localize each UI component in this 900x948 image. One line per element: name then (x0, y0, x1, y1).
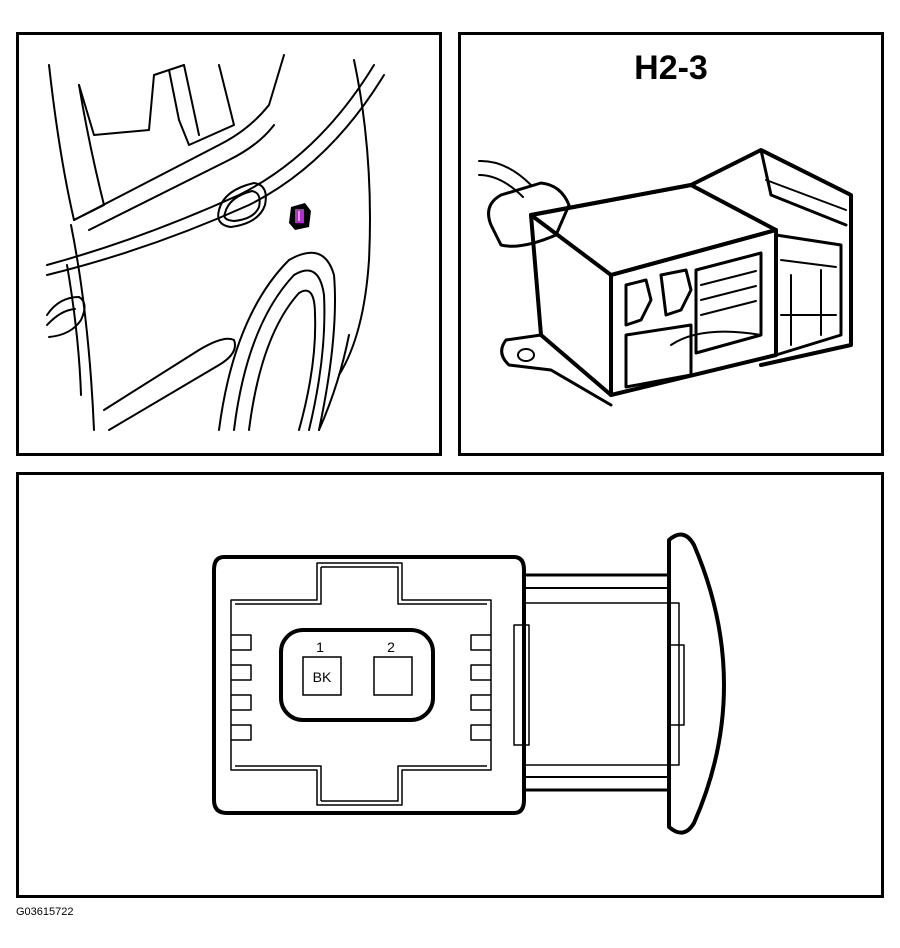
figure-id: G03615722 (16, 906, 74, 918)
pin-wire-color-1: BK (313, 669, 332, 685)
connector-location-marker (289, 203, 311, 230)
connector-face-panel: 1 BK 2 (16, 472, 884, 898)
pin-number-1: 1 (316, 639, 324, 655)
vehicle-location-panel (16, 32, 442, 456)
connector-3d-panel: H2-3 (458, 32, 884, 456)
vehicle-rear-quarter-drawing (46, 54, 385, 431)
pin-cavity-2: 2 (373, 639, 413, 696)
connector-3d-drawing (478, 148, 853, 407)
pin-number-2: 2 (387, 639, 395, 655)
connector-face-drawing: 1 BK 2 (212, 532, 726, 835)
connector-title: H2-3 (634, 49, 708, 87)
pin-cavity-1: 1 BK (302, 639, 342, 696)
